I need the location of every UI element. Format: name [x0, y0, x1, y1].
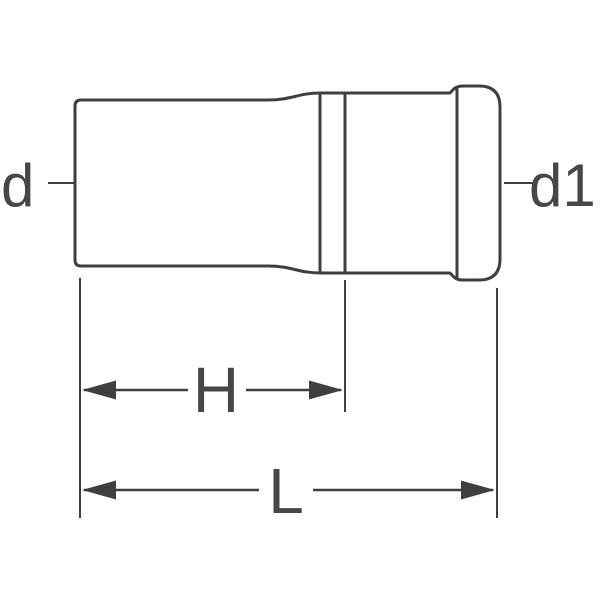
arrowhead-l-left [82, 480, 116, 500]
dimension-l-label-background [259, 456, 313, 520]
diameter-label-d: d [1, 152, 34, 219]
diameter-label-d1: d1 [529, 152, 596, 219]
arrowhead-l-right [461, 480, 495, 500]
fitting-outline [73, 84, 502, 282]
dimension-l: L [82, 455, 495, 527]
dimension-h-label-background [188, 356, 246, 418]
arrowhead-h-right [309, 380, 343, 400]
arrowhead-h-left [82, 380, 116, 400]
dimension-h: H [82, 354, 343, 426]
dimension-h-label: H [193, 354, 239, 426]
dimension-l-label: L [268, 455, 304, 527]
